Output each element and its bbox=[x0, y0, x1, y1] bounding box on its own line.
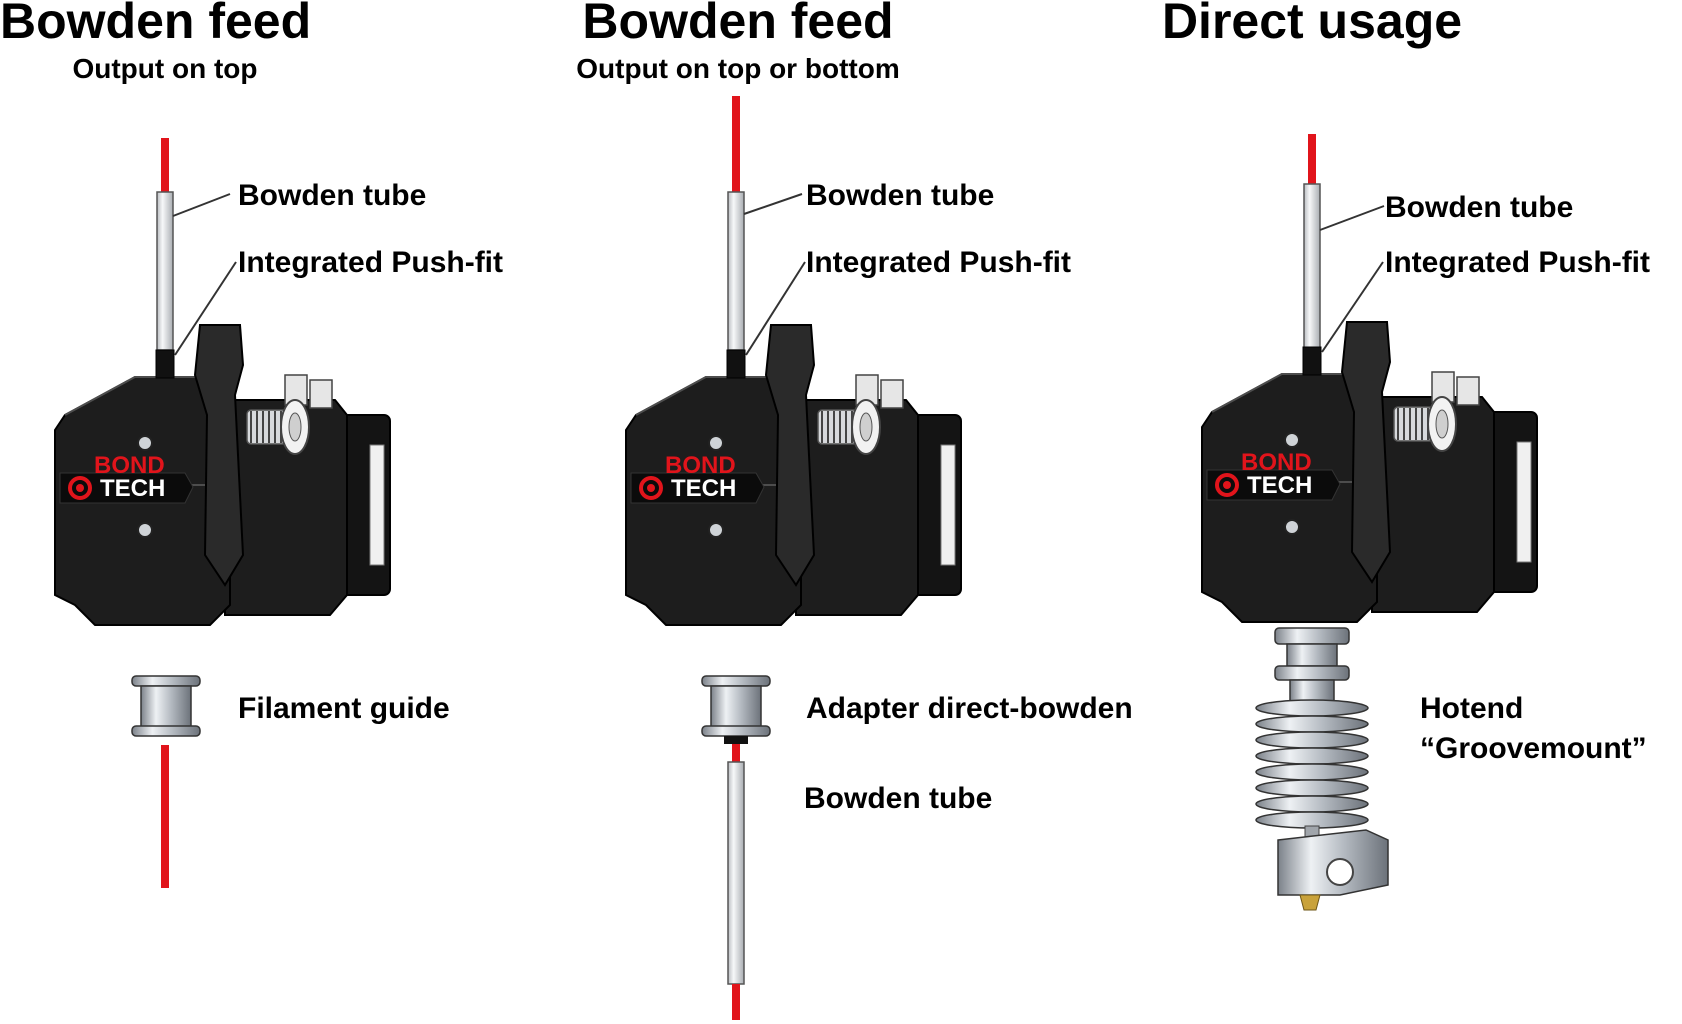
brand-tech: TECH bbox=[100, 475, 165, 502]
column-subtitle: Output on top or bottom bbox=[576, 53, 899, 84]
label-bowden-tube: Bowden tube bbox=[806, 179, 994, 212]
column-title: Bowden feed bbox=[0, 0, 311, 49]
label-adapter-direct-bowden: Adapter direct-bowden bbox=[806, 692, 1133, 725]
leader-line bbox=[172, 193, 231, 217]
bowden-tube-bottom bbox=[727, 761, 745, 985]
label-bowden-tube: Bowden tube bbox=[238, 179, 426, 212]
leader-line bbox=[1319, 205, 1385, 231]
column-subtitle: Output on top bbox=[72, 53, 257, 84]
adapter-direct-bowden bbox=[701, 675, 771, 737]
label-bowden-tube-bottom: Bowden tube bbox=[804, 782, 992, 815]
filament-guide bbox=[131, 675, 201, 737]
label-bowden-tube: Bowden tube bbox=[1385, 191, 1573, 224]
label-hotend: Hotend bbox=[1420, 692, 1523, 725]
bowden-tube bbox=[1303, 183, 1321, 349]
column-bowden-top: Bowden feed Output on top BOND TECH Bowd… bbox=[0, 0, 503, 888]
leader-line bbox=[174, 261, 237, 356]
column-bowden-top-bottom: Bowden feed Output on top or bottom BOND… bbox=[576, 0, 1133, 1020]
label-push-fit: Integrated Push-fit bbox=[238, 246, 503, 279]
bowden-tube bbox=[156, 191, 174, 351]
label-groovemount: “Groovemount” bbox=[1420, 732, 1647, 765]
brand-bond: BOND bbox=[1241, 449, 1312, 476]
bowden-tube bbox=[727, 191, 745, 351]
column-title: Bowden feed bbox=[582, 0, 893, 49]
label-push-fit: Integrated Push-fit bbox=[806, 246, 1071, 279]
column-title: Direct usage bbox=[1162, 0, 1462, 49]
label-push-fit: Integrated Push-fit bbox=[1385, 246, 1650, 279]
leader-line bbox=[1321, 261, 1384, 353]
leader-line bbox=[745, 261, 806, 356]
column-direct-usage: Direct usage BOND TECH bbox=[1162, 0, 1650, 911]
adapter-collet bbox=[724, 736, 748, 744]
brand-tech: TECH bbox=[671, 475, 736, 502]
brand-tech: TECH bbox=[1247, 472, 1312, 499]
label-filament-guide: Filament guide bbox=[238, 692, 450, 725]
hotend-groovemount bbox=[1255, 627, 1389, 911]
brand-bond: BOND bbox=[94, 452, 165, 479]
leader-line bbox=[743, 193, 803, 215]
brand-bond: BOND bbox=[665, 452, 736, 479]
